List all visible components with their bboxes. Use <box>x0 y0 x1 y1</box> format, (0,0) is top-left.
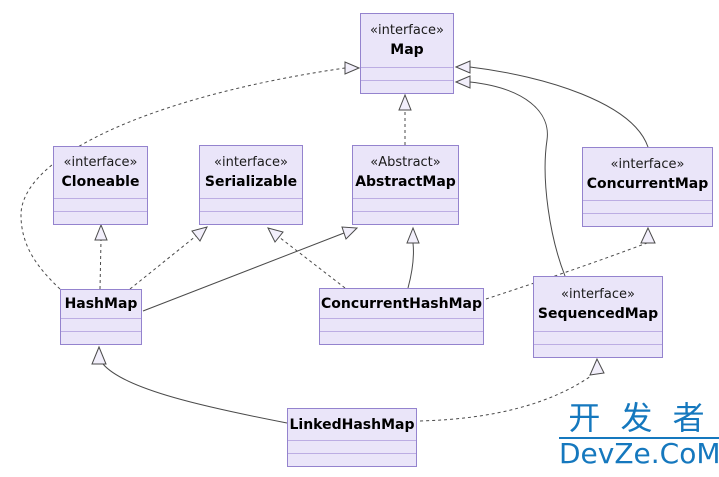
watermark-chinese-text: 开 发 者 <box>559 400 719 440</box>
hollow-triangle-arrowhead <box>91 345 107 365</box>
methods-compartment <box>61 331 141 344</box>
class-name: Map <box>390 42 424 58</box>
hollow-triangle-arrowhead <box>454 75 471 89</box>
hollow-triangle-arrowhead <box>589 357 605 376</box>
class-name: HashMap <box>64 296 138 312</box>
stereotype-label: «interface» <box>370 23 444 38</box>
hollow-triangle-arrowhead <box>640 226 656 244</box>
hollow-triangle-arrowhead <box>344 61 361 75</box>
watermark: 开 发 者 DevZe.CoM <box>559 400 719 471</box>
attributes-compartment <box>61 318 141 331</box>
edge-sequencedmap-to-map <box>454 75 566 277</box>
class-box-cloneable: «interface» Cloneable <box>53 146 148 225</box>
attributes-compartment <box>583 200 712 213</box>
edge-linkedhashmap-to-sequencedmap <box>419 357 605 422</box>
hollow-triangle-arrowhead <box>454 60 471 74</box>
hollow-triangle-arrowhead <box>398 93 412 111</box>
class-title: «interface» Cloneable <box>54 147 147 198</box>
attributes-compartment <box>200 198 302 211</box>
hollow-triangle-arrowhead <box>94 223 108 241</box>
class-name: SequencedMap <box>537 305 659 322</box>
edge-hashmap-to-serializable <box>129 226 208 290</box>
watermark-site-text: DevZe.CoM <box>559 437 719 471</box>
attributes-compartment <box>353 198 458 211</box>
edge-concurrenthashmap-to-abstractmap <box>406 226 420 289</box>
attributes-compartment <box>534 331 662 344</box>
methods-compartment <box>361 80 453 93</box>
methods-compartment <box>54 211 147 224</box>
class-title: «interface» ConcurrentMap <box>583 148 712 200</box>
edge-hashmap-to-map <box>20 61 361 290</box>
stereotype-label: «interface» <box>561 286 635 302</box>
attributes-compartment <box>54 198 147 211</box>
stereotype-label: «interface» <box>610 156 685 172</box>
class-box-concurrentmap: «interface» ConcurrentMap <box>582 147 713 227</box>
class-title: «interface» Serializable <box>200 146 302 198</box>
hollow-triangle-arrowhead <box>191 226 208 242</box>
attributes-compartment <box>288 440 416 453</box>
hollow-triangle-arrowhead <box>406 226 420 244</box>
class-box-abstractmap: «Abstract» AbstractMap <box>352 145 459 225</box>
edge-linkedhashmap-to-hashmap <box>91 345 288 424</box>
edge-concurrentmap-to-map <box>454 60 649 148</box>
methods-compartment <box>288 453 416 466</box>
class-title: «interface» SequencedMap <box>534 277 662 331</box>
stereotype-label: «interface» <box>214 154 288 170</box>
methods-compartment <box>583 213 712 226</box>
stereotype-label: «interface» <box>63 155 138 170</box>
edge-hashmap-to-abstractmap <box>142 226 359 312</box>
hollow-triangle-arrowhead <box>267 227 284 243</box>
class-name: ConcurrentMap <box>586 175 709 192</box>
class-title: LinkedHashMap <box>288 409 416 440</box>
edge-hashmap-to-cloneable <box>94 223 108 290</box>
attributes-compartment <box>320 318 483 331</box>
class-box-sequencedmap: «interface» SequencedMap <box>533 276 663 358</box>
class-box-serializable: «interface» Serializable <box>199 145 303 225</box>
class-name: Cloneable <box>61 174 140 190</box>
methods-compartment <box>320 331 483 344</box>
class-title: «Abstract» AbstractMap <box>353 146 458 198</box>
class-box-hashmap: HashMap <box>60 289 142 345</box>
class-box-concurrenthashmap: ConcurrentHashMap <box>319 288 484 345</box>
edge-concurrenthashmap-to-concurrentmap <box>485 226 656 300</box>
class-box-linkedhashmap: LinkedHashMap <box>287 408 417 467</box>
edge-abstractmap-to-map <box>398 93 412 145</box>
class-box-map: «interface» Map <box>360 13 454 94</box>
attributes-compartment <box>361 67 453 80</box>
class-title: «interface» Map <box>361 14 453 67</box>
methods-compartment <box>534 344 662 357</box>
class-name: Serializable <box>204 173 298 190</box>
class-title: HashMap <box>61 290 141 318</box>
methods-compartment <box>200 211 302 224</box>
hollow-triangle-arrowhead <box>341 226 359 240</box>
class-title: ConcurrentHashMap <box>320 289 483 318</box>
methods-compartment <box>353 211 458 224</box>
stereotype-label: «Abstract» <box>370 154 441 170</box>
class-name: AbstractMap <box>355 173 456 190</box>
class-name: LinkedHashMap <box>289 416 415 433</box>
edge-concurrenthashmap-to-serializable <box>267 227 346 289</box>
class-name: ConcurrentHashMap <box>321 295 482 312</box>
